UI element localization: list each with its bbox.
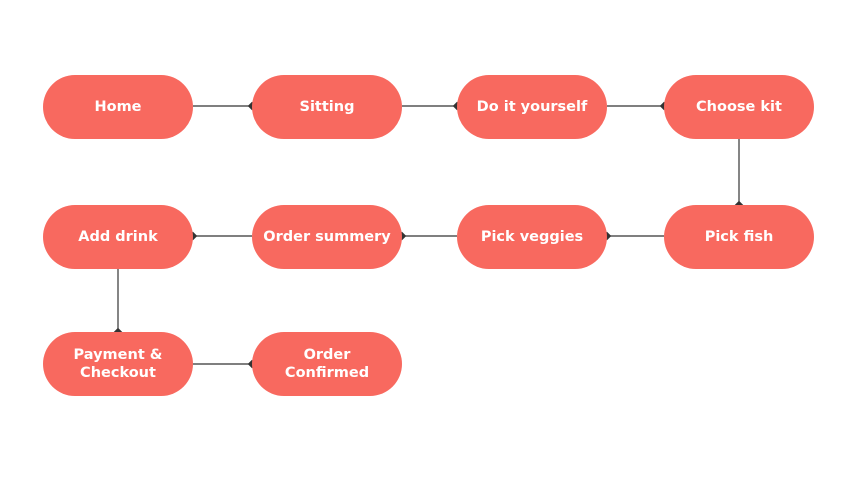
node-order-confirmed[interactable]: Order Confirmed xyxy=(252,332,402,396)
node-do-it-yourself[interactable]: Do it yourself xyxy=(457,75,607,139)
node-add-drink[interactable]: Add drink xyxy=(43,205,193,269)
node-sitting[interactable]: Sitting xyxy=(252,75,402,139)
node-payment-checkout[interactable]: Payment & Checkout xyxy=(43,332,193,396)
node-home[interactable]: Home xyxy=(43,75,193,139)
node-choose-kit[interactable]: Choose kit xyxy=(664,75,814,139)
node-order-summary[interactable]: Order summery xyxy=(252,205,402,269)
node-pick-fish[interactable]: Pick fish xyxy=(664,205,814,269)
node-pick-veggies[interactable]: Pick veggies xyxy=(457,205,607,269)
